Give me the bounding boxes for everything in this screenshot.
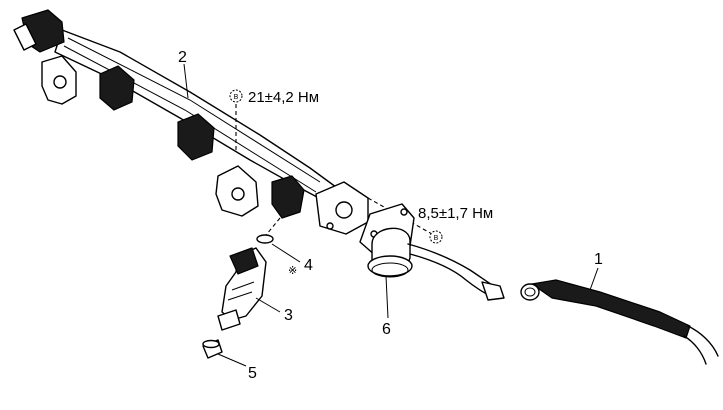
leader-2	[183, 63, 189, 99]
callout-4: 4	[304, 257, 313, 274]
o-ring	[256, 234, 274, 244]
callout-1: 1	[594, 251, 603, 268]
pressure-regulator	[359, 203, 505, 301]
svg-text:B: B	[434, 235, 439, 242]
injector-seal-top	[202, 339, 220, 349]
callout-6: 6	[382, 321, 391, 338]
svg-text:B: B	[234, 94, 239, 101]
replace-mark: ※	[288, 265, 297, 277]
fuel-rail	[13, 9, 369, 235]
leader-5	[217, 353, 247, 367]
fuel-hose	[520, 279, 719, 365]
regulator-bolt-marker: B	[429, 230, 443, 244]
callout-5: 5	[248, 365, 257, 382]
regulator-bolt-torque: 8,5±1,7 Нм	[418, 205, 493, 222]
leader-3	[255, 297, 281, 313]
fuel-injector	[217, 247, 267, 331]
leader-4	[271, 243, 301, 263]
rail-bolt-marker: B	[229, 89, 243, 103]
rail-bolt-torque: 21±4,2 Нм	[248, 89, 319, 106]
callout-2: 2	[178, 49, 187, 66]
leader-6	[385, 275, 389, 319]
leader-1	[589, 267, 599, 291]
callout-3: 3	[284, 307, 293, 324]
